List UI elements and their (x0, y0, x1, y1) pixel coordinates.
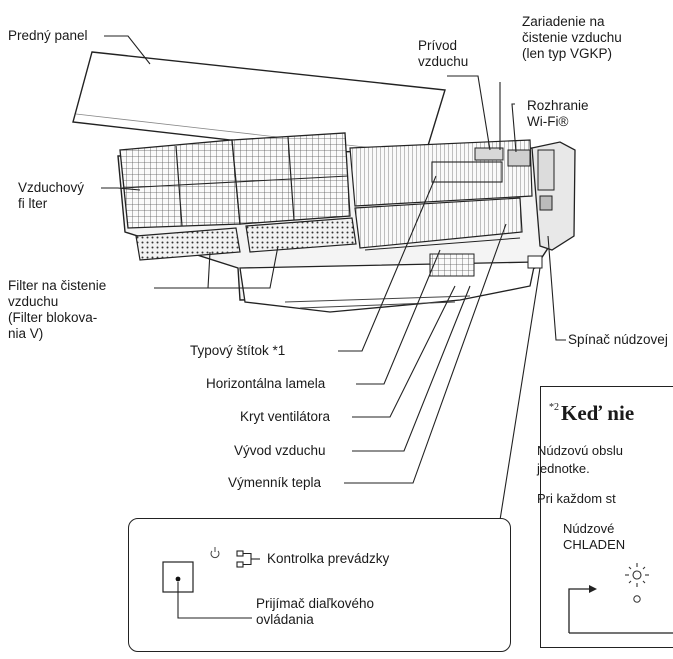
air-filter-drawing (119, 132, 351, 229)
leader-lines (101, 35, 566, 531)
air-cleaner-device-drawing (431, 147, 555, 211)
emergency-mode-line2: CHLADEN (563, 537, 626, 552)
emergency-mode-line1: Núdzové (563, 521, 615, 536)
label-wifi-interface: Rozhranie Wi-Fi® (527, 98, 589, 129)
receiver-label: Prijímač diaľkového ovládania (256, 596, 374, 627)
emergency-box-line1: Núdzovú obslu (537, 443, 623, 458)
label-air-outlet: Vývod vzduchu (234, 443, 326, 458)
emergency-box-title: *2Keď nie (549, 401, 635, 425)
label-emergency-switch: Spínač núdzovej (568, 332, 668, 347)
purifying-filter-drawing (135, 217, 357, 261)
cycle-arrow-line (568, 588, 589, 633)
label-purifying-filter: Filter na čistenie vzduchu (Filter bloko… (8, 278, 107, 341)
label-air-inlet: Prívod vzduchu (418, 38, 469, 69)
emergency-cycle-diagram (568, 563, 673, 634)
indicator-panel-inset: Kontrolka prevádzky Prijímač diaľkového … (128, 518, 511, 652)
label-fan-cover: Kryt ventilátora (240, 409, 331, 424)
label-heat-exchanger: Výmenník tepla (228, 475, 322, 490)
receiver-leader-line (177, 582, 252, 619)
indicator-label: Kontrolka prevádzky (267, 551, 390, 566)
emergency-operation-box: *2Keď nie Núdzovú obslu jednotke. Pri ka… (537, 386, 673, 648)
label-air-cleaner: Zariadenie na čistenie vzduchu (len typ … (522, 14, 622, 61)
lamp-off-icon (633, 595, 641, 603)
lamp-blink-icon (625, 563, 649, 587)
arrow-right-icon (589, 585, 597, 593)
label-front-panel: Predný panel (8, 28, 88, 43)
label-air-filter: Vzduchový fi lter (18, 180, 85, 211)
label-horizontal-louver: Horizontálna lamela (206, 376, 326, 391)
emergency-box-line3: Pri každom st (537, 491, 616, 506)
emergency-box-line2: jednotke. (537, 461, 590, 476)
indicator-lamp-icon (236, 550, 260, 568)
label-name-plate: Typový štítok *1 (190, 343, 286, 358)
heat-exchanger-drawing (349, 139, 533, 249)
louver-drawing (364, 237, 543, 277)
power-icon (210, 547, 220, 559)
receiver-dot (175, 576, 181, 582)
